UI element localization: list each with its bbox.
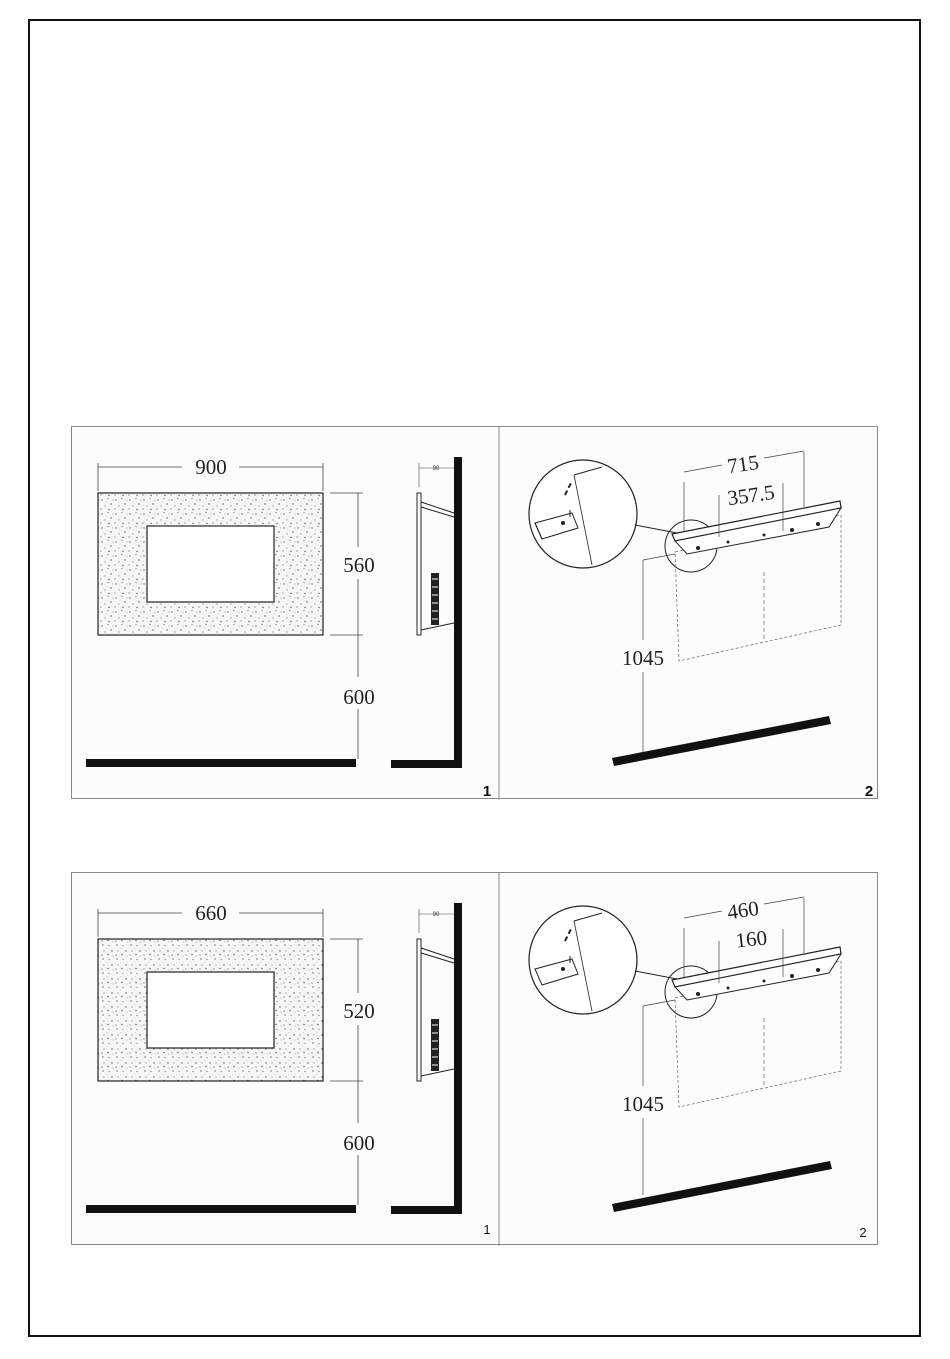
wall-section xyxy=(454,903,462,1214)
bracket-mount-view: 715 357.5 1045 xyxy=(529,450,841,766)
mount-height-label: 1045 xyxy=(622,1092,664,1116)
diagram-svg: 660 520 600 xyxy=(72,873,879,1246)
floor-clearance-label: 600 xyxy=(343,1131,375,1155)
bracket-span-line xyxy=(684,911,722,918)
appliance-side-profile xyxy=(417,493,421,635)
panel-number-1: 1 xyxy=(483,1222,490,1237)
installation-diagram-2: 660 520 600 xyxy=(71,872,878,1245)
floor-section xyxy=(391,1206,462,1214)
panel-number-1: 1 xyxy=(483,783,491,800)
detail-magnifier xyxy=(529,906,637,1014)
wall-front-view: 900 560 600 xyxy=(86,455,375,767)
vent-grille xyxy=(431,1019,439,1071)
panel-number-2: 2 xyxy=(859,1225,866,1240)
appliance-side-profile xyxy=(417,939,421,1081)
floor-clearance-label: 600 xyxy=(343,685,375,709)
floor-line xyxy=(612,716,831,766)
half-span-label: 160 xyxy=(734,925,768,952)
wall-side-view: 90 xyxy=(391,903,462,1214)
width-label: 660 xyxy=(195,901,227,925)
height-label: 520 xyxy=(343,999,375,1023)
depth-label: 90 xyxy=(433,466,440,472)
bracket-span-line xyxy=(684,465,722,472)
floor-line xyxy=(612,1161,832,1212)
floor-line xyxy=(86,759,356,767)
floor-section xyxy=(391,760,462,768)
wall-front-view: 660 520 600 xyxy=(86,901,375,1213)
width-label: 900 xyxy=(195,455,227,479)
wall-section xyxy=(454,457,462,768)
vent-grille xyxy=(431,573,439,625)
bracket-mount-view: 460 160 1045 xyxy=(529,896,841,1212)
installation-diagram-1: 900 560 600 xyxy=(71,426,878,799)
mount-height-label: 1045 xyxy=(622,646,664,670)
fireplace-opening xyxy=(147,526,274,602)
bracket-span-label: 460 xyxy=(726,896,761,924)
half-span-label: 357.5 xyxy=(726,480,776,510)
panel-number-2: 2 xyxy=(865,783,873,800)
height-label: 560 xyxy=(343,553,375,577)
wall-side-view: 90 xyxy=(391,457,462,768)
fireplace-opening xyxy=(147,972,274,1048)
bracket-span-label: 715 xyxy=(726,450,761,478)
depth-label: 90 xyxy=(433,912,440,918)
floor-line xyxy=(86,1205,356,1213)
detail-magnifier xyxy=(529,460,637,568)
diagram-svg: 900 560 600 xyxy=(72,427,879,800)
